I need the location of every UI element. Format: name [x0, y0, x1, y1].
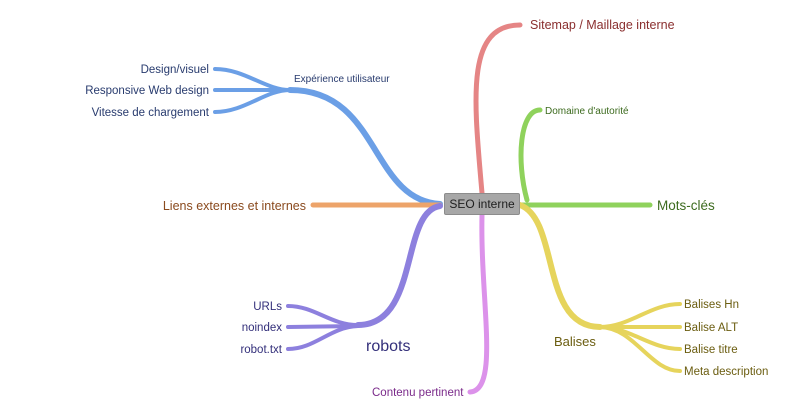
domain-label[interactable]: Domaine d'autorité	[545, 106, 629, 117]
ux-child-1[interactable]: Design/visuel	[141, 64, 209, 76]
tags-child-4[interactable]: Meta description	[684, 366, 768, 378]
branch-robots-connector	[355, 203, 443, 328]
ux-child-3[interactable]: Vitesse de chargement	[92, 107, 210, 119]
robots-label[interactable]: robots	[366, 338, 410, 355]
branch-content-connector	[467, 212, 490, 395]
branch-ux-connector	[287, 87, 443, 207]
content-label[interactable]: Contenu pertinent	[372, 387, 464, 399]
center-node[interactable]: SEO interne	[444, 193, 520, 215]
tags-child-3[interactable]: Balise titre	[684, 344, 738, 356]
robots-child-3[interactable]: robot.txt	[240, 344, 282, 356]
tags-child-1[interactable]: Balises Hn	[684, 299, 739, 311]
sitemap-label[interactable]: Sitemap / Maillage interne	[530, 18, 675, 32]
branch-tags-child-1-connector	[598, 302, 682, 329]
robots-child-2[interactable]: noindex	[242, 322, 283, 334]
ux-child-2[interactable]: Responsive Web design	[85, 85, 209, 97]
ux-label[interactable]: Expérience utilisateur	[294, 74, 390, 85]
branch-domain-connector	[518, 107, 543, 203]
robots-child-1[interactable]: URLs	[253, 301, 282, 313]
branch-tags-connector	[517, 202, 603, 330]
tags-child-2[interactable]: Balise ALT	[684, 322, 738, 334]
center-node-label: SEO interne	[449, 197, 515, 211]
links-label[interactable]: Liens externes et internes	[163, 199, 306, 213]
branch-robots-child-1-connector	[286, 304, 360, 327]
branch-ux-child-1-connector	[213, 67, 292, 92]
keywords-label[interactable]: Mots-clés	[657, 198, 715, 213]
branch-sitemap-connector	[473, 22, 523, 196]
branch-tags-child-4-connector	[598, 325, 682, 373]
branch-robots-child-3-connector	[286, 324, 360, 351]
branch-ux-child-3-connector	[213, 88, 292, 114]
tags-label[interactable]: Balises	[554, 334, 596, 349]
